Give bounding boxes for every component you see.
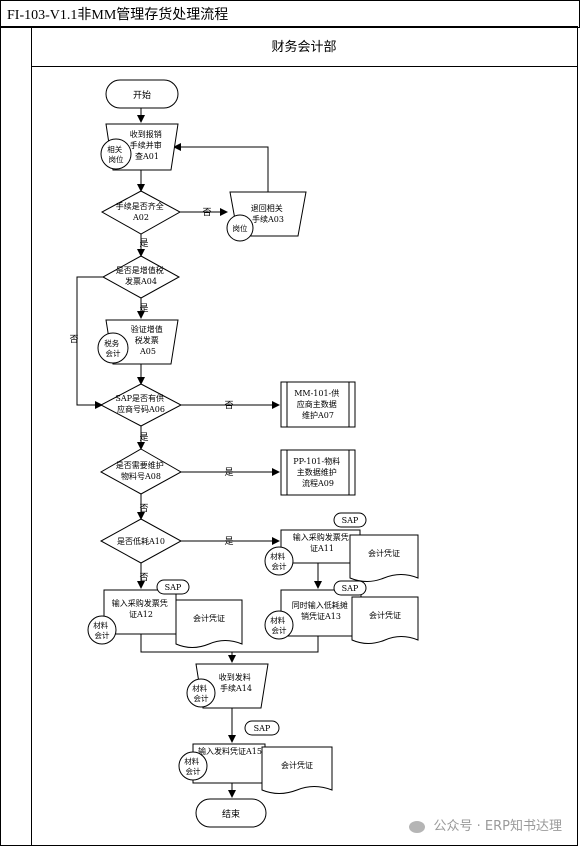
svg-text:输入采购发票凭 证A11: 输入采购发票凭 证A11 (293, 532, 352, 553)
svg-text:税务 会计: 税务 会计 (104, 338, 121, 358)
svg-text:SAP: SAP (165, 583, 182, 592)
role-circle-a11 (264, 546, 294, 576)
svg-text:相关 岗位: 相关 岗位 (107, 144, 124, 164)
svg-text:收到发料 手续A14: 收到发料 手续A14 (219, 672, 254, 693)
node-a03: 退回相关 手续A03 岗位 (226, 191, 307, 242)
end-node: 结束 (195, 798, 267, 828)
svg-text:SAP是否有供 应商号码A06: SAP是否有供 应商号码A06 (115, 393, 166, 414)
svg-text:岗位: 岗位 (233, 223, 248, 233)
node-a14: 收到发料 手续A14 材料 会计 (186, 663, 269, 709)
node-a01: 收到报销 手续并审 查A01 相关 岗位 (100, 123, 179, 171)
edge-a04-a06-no (76, 276, 104, 409)
svg-text:材料 会计: 材料 会计 (270, 551, 287, 571)
voucher-doc-a12 (175, 599, 243, 648)
edge-a12-merge (140, 634, 232, 653)
svg-text:MM-101-供 应商主数据 维护A: MM-101-供 应商主数据 维护A07 (294, 388, 342, 420)
node-a02: 手续是否齐全 A02 (100, 190, 182, 235)
node-a12: 输入采购发票凭 证A12 SAP 材料 会计 会计凭证 (87, 579, 243, 648)
svg-text:是否需要维护 物料号A08: 是否需要维护 物料号A08 (116, 460, 167, 481)
role-circle-a01 (100, 138, 132, 170)
svg-text:同时输入低耗摊 销凭证A13: 同时输入低耗摊 销凭证A13 (292, 600, 351, 621)
role-circle-a05 (97, 332, 129, 364)
edge-a03-a01 (173, 143, 269, 192)
role-circle-a03 (226, 214, 254, 242)
role-circle-a12 (87, 615, 117, 645)
sap-tag-a15 (244, 720, 280, 736)
node-a04: 是否是增值税 发票A04 (101, 255, 181, 299)
role-circle-a14 (186, 678, 216, 708)
svg-text:输入发料凭证A15: 输入发料凭证A15 (198, 746, 262, 756)
svg-text:开始: 开始 (133, 89, 151, 101)
node-a13: 同时输入低耗摊 销凭证A13 SAP 材料 会计 会计凭证 (264, 580, 419, 644)
label-a06-no: 否 (224, 400, 233, 411)
label-a04-yes: 是 (139, 303, 148, 314)
edge-labels: 否 是 是 否 否 是 是 否 是 否 (69, 207, 233, 583)
node-a10: 是否低耗A10 (99, 518, 183, 564)
swimlane (0, 26, 578, 846)
svg-text:是否低耗A10: 是否低耗A10 (117, 536, 165, 546)
wechat-icon (409, 820, 426, 833)
node-a09: PP-101-物料 主数据维护 流程A09 (280, 449, 356, 496)
node-a15: 输入发料凭证A15 SAP 材料 会计 会计凭证 (178, 720, 333, 794)
svg-text:材料 会计: 材料 会计 (270, 615, 287, 635)
watermark: 公众号 · ERP知书达理 (409, 815, 562, 834)
svg-text:手续是否齐全 A02: 手续是否齐全 A02 (116, 201, 167, 222)
label-a02-yes: 是 (139, 238, 148, 249)
start-node: 开始 (105, 79, 179, 109)
role-circle-a13 (264, 610, 294, 640)
svg-text:退回相关 手续A03: 退回相关 手续A03 (251, 203, 286, 224)
sap-tag-a13 (333, 580, 367, 596)
role-circle-a15 (178, 751, 208, 781)
edge-a13-merge (232, 636, 319, 653)
svg-text:会计凭证: 会计凭证 (369, 610, 401, 620)
svg-text:会计凭证: 会计凭证 (193, 613, 225, 623)
sap-tag-a12 (156, 579, 190, 595)
label-a02-no: 否 (202, 207, 211, 218)
svg-text:收到报销 手续并审 查A01: 收到报销 手续并审 查A01 (130, 129, 165, 161)
watermark-text: 公众号 · ERP知书达理 (433, 819, 562, 834)
label-a04-no: 否 (69, 334, 78, 345)
node-a05: 验证增值 税发票 A05 税务 会计 (97, 319, 179, 365)
diagram-title: FI-103-V1.1非MM管理存货处理流程 (7, 8, 229, 23)
node-a06: SAP是否有供 应商号码A06 (99, 383, 183, 427)
voucher-doc-a11 (349, 534, 419, 582)
label-a08-no: 否 (139, 503, 148, 514)
svg-text:SAP: SAP (254, 724, 271, 733)
connectors (76, 108, 322, 798)
label-a10-no: 否 (139, 572, 148, 583)
svg-text:结束: 结束 (222, 808, 240, 820)
node-a07: MM-101-供 应商主数据 维护A07 (280, 381, 356, 428)
svg-text:是否是增值税 发票A04: 是否是增值税 发票A04 (116, 265, 167, 286)
node-a08: 是否需要维护 物料号A08 (99, 448, 183, 495)
svg-text:材料 会计: 材料 会计 (184, 756, 201, 776)
svg-text:验证增值 税发票 A05: 验证增值 税发票 A05 (131, 324, 166, 356)
svg-text:SAP: SAP (342, 584, 359, 593)
node-a11: 输入采购发票凭 证A11 SAP 材料 会计 会计凭证 (264, 512, 419, 582)
sap-tag-a11 (333, 512, 367, 528)
title-bar: FI-103-V1.1非MM管理存货处理流程 (0, 0, 580, 28)
svg-text:会计凭证: 会计凭证 (368, 548, 400, 558)
lane-header: 财务会计部 (271, 39, 336, 55)
svg-text:PP-101-物料 主数据维护 流程: PP-101-物料 主数据维护 流程A09 (293, 456, 343, 488)
label-a08-yes: 是 (224, 467, 233, 478)
label-a10-yes: 是 (224, 536, 233, 547)
svg-text:会计凭证: 会计凭证 (281, 760, 313, 770)
label-a06-yes: 是 (139, 432, 148, 443)
voucher-doc-a13 (351, 596, 419, 644)
svg-text:材料 会计: 材料 会计 (93, 620, 110, 640)
svg-text:输入采购发票凭 证A12: 输入采购发票凭 证A12 (112, 598, 171, 619)
svg-text:SAP: SAP (342, 516, 359, 525)
svg-text:材料 会计: 材料 会计 (192, 683, 209, 703)
voucher-doc-a15 (261, 746, 333, 794)
